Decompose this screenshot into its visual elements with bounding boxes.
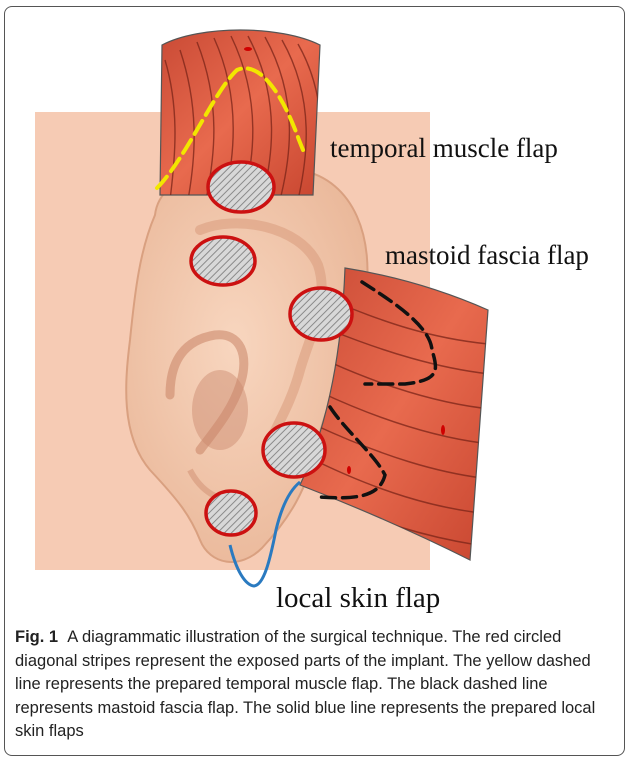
figure-caption: Fig. 1 A diagrammatic illustration of th… [15, 626, 617, 744]
mastoid-fascia-flap-label: mastoid fascia flap [385, 240, 589, 271]
local-skin-flap-label: local skin flap [276, 582, 440, 615]
implant-exposure-5 [206, 491, 256, 535]
ear-diagram [0, 0, 629, 620]
implant-exposure-2 [191, 237, 255, 285]
temporal-muscle-flap-label: temporal muscle flap [330, 133, 558, 164]
implant-exposure-1 [208, 162, 274, 212]
implant-exposure-4 [263, 423, 325, 477]
figure-number: Fig. 1 [15, 628, 58, 646]
implant-exposure-3 [290, 288, 352, 340]
caption-text: A diagrammatic illustration of the surgi… [15, 628, 595, 740]
